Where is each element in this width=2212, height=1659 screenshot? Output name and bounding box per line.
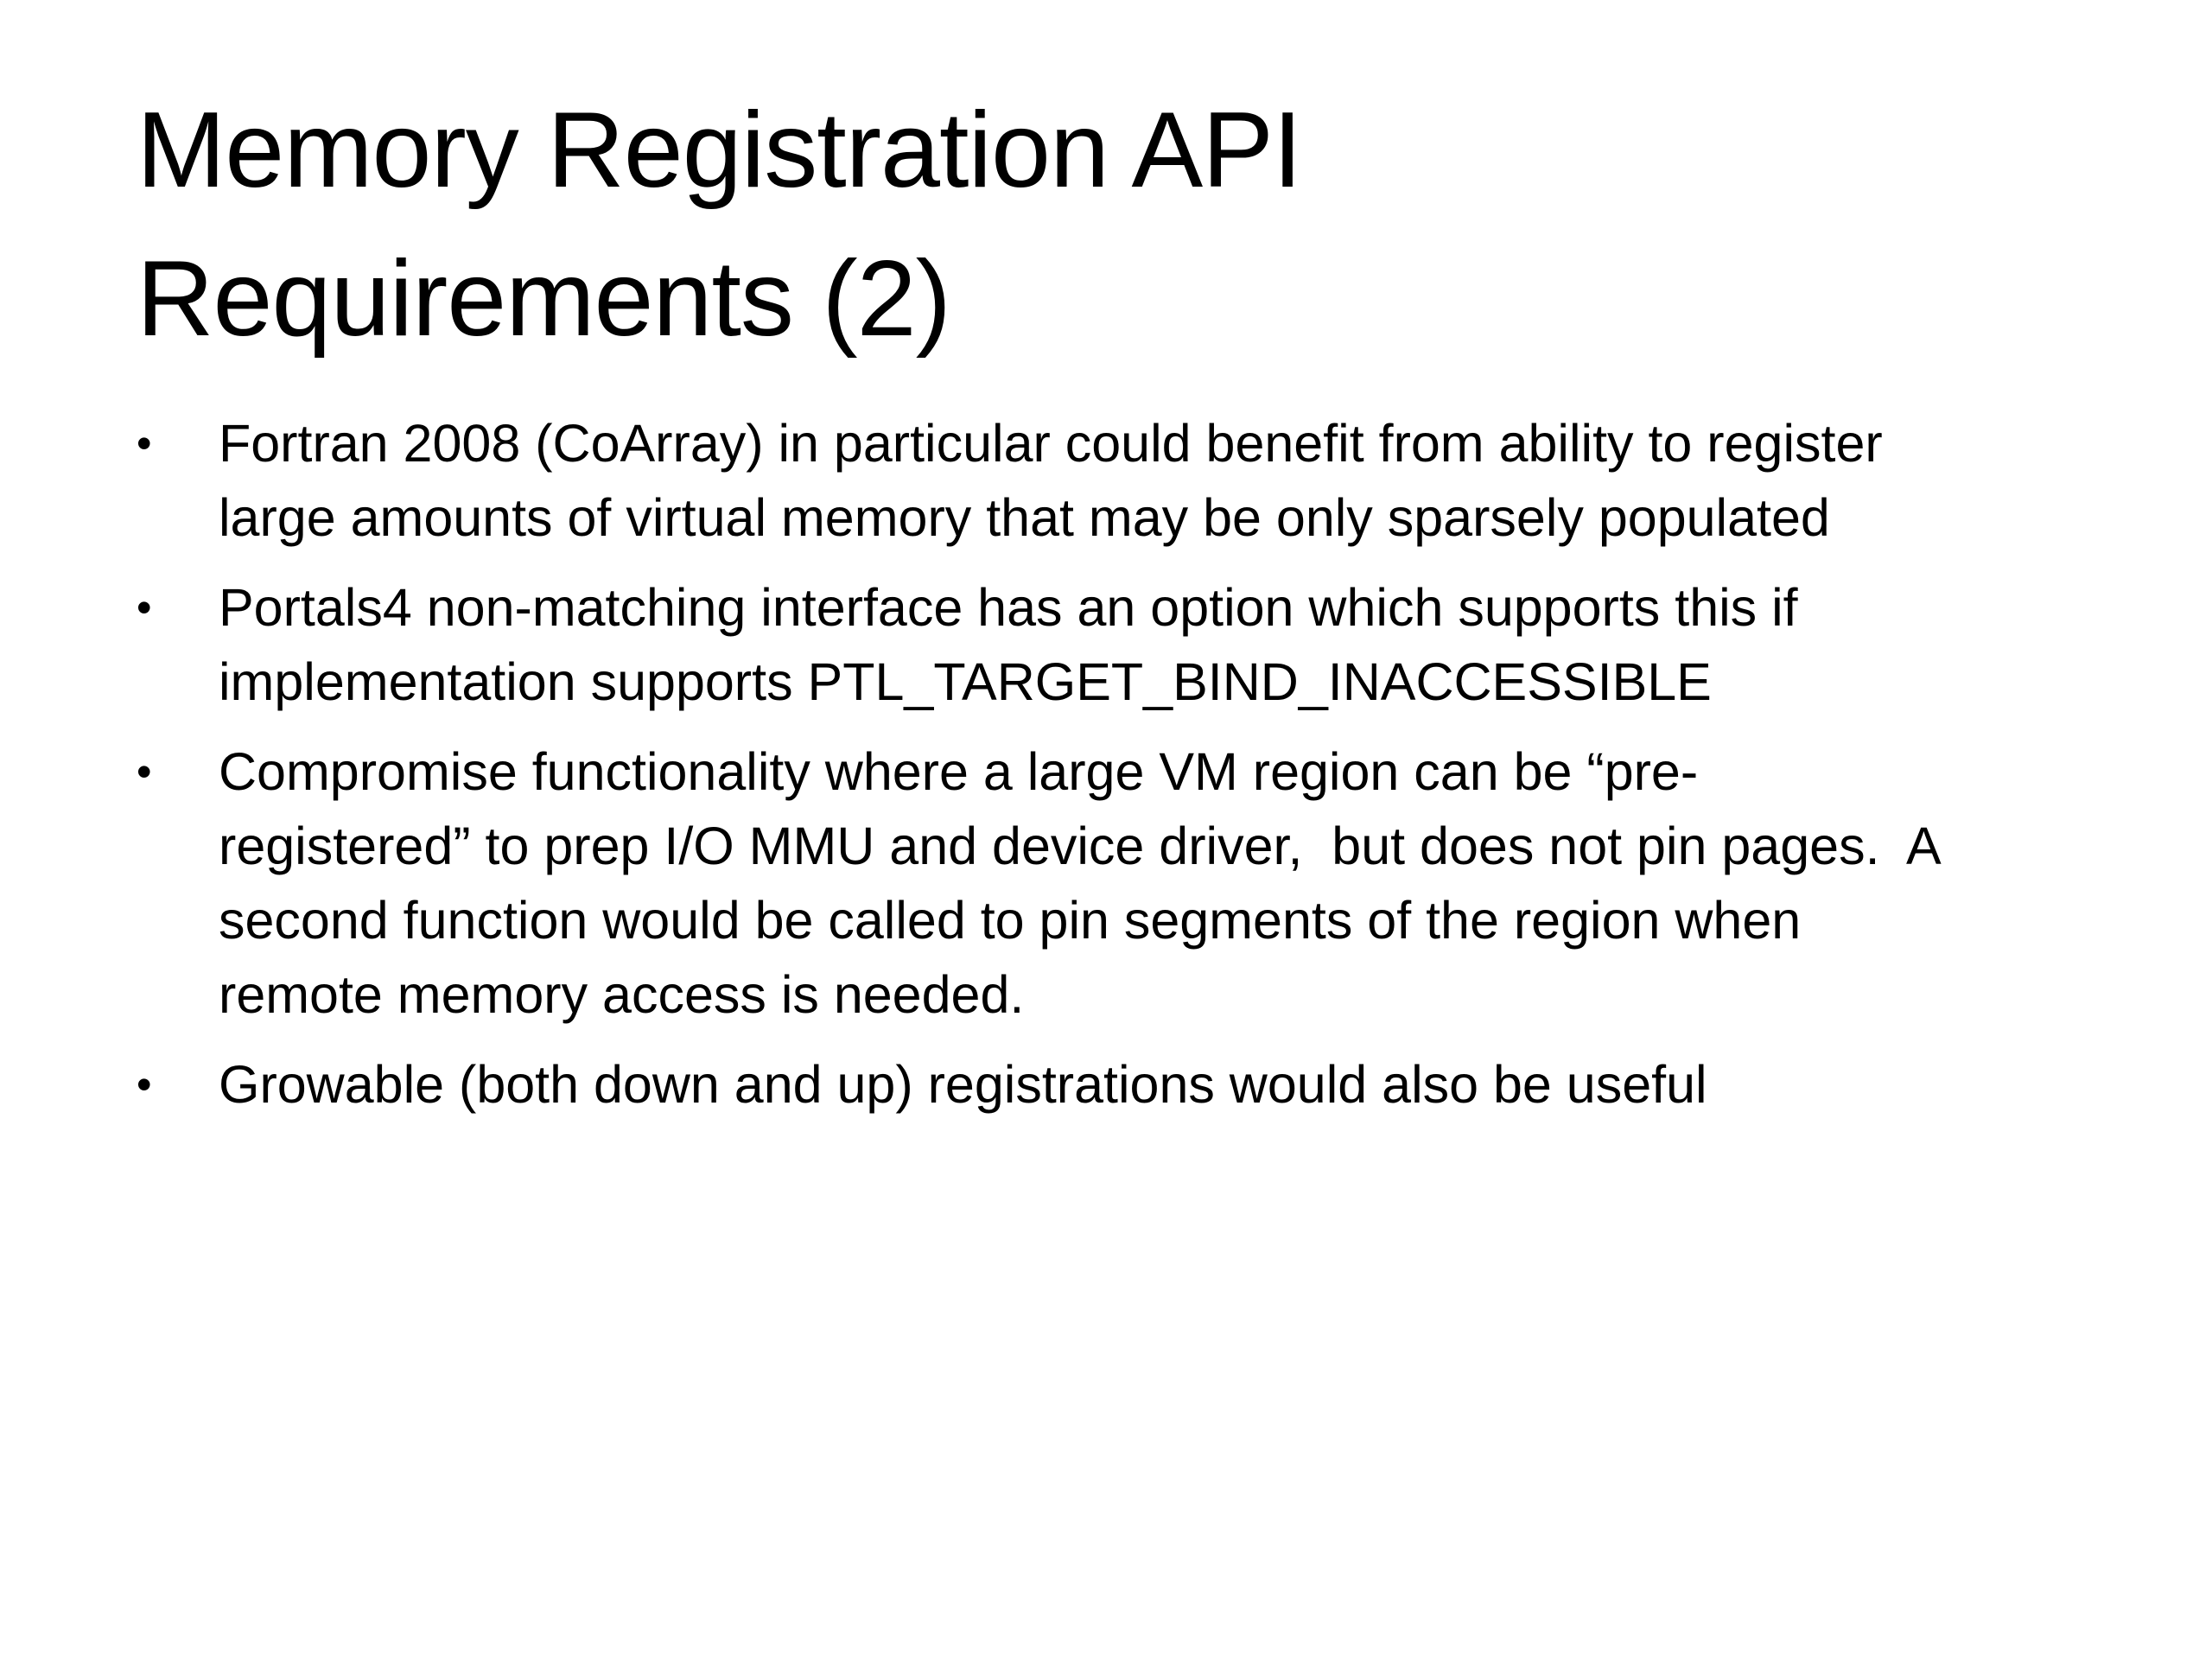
bullet-text-line: Compromise functionality where a large V… [219,742,1699,801]
bullet-list: • Fortran 2008 (CoArray) in particular c… [137,406,2150,1137]
bullet-item: • Compromise functionality where a large… [137,734,2150,1032]
bullet-text-line: Growable (both down and up) registration… [219,1055,1707,1114]
bullet-item: • Fortran 2008 (CoArray) in particular c… [137,406,2150,555]
bullet-icon: • [137,1060,152,1109]
bullet-text-line: registered” to prep I/O MMU and device d… [219,817,1942,875]
bullet-text-line: Portals4 non-matching interface has an o… [219,578,1798,637]
title-line: Requirements (2) [137,239,951,359]
bullet-icon: • [137,583,152,632]
bullet-text-line: second function would be called to pin s… [219,891,1802,950]
slide-title: Memory Registration API Requirements (2) [137,76,2037,373]
bullet-text-line: implementation supports PTL_TARGET_BIND_… [219,652,1712,711]
bullet-text-line: Fortran 2008 (CoArray) in particular cou… [219,414,1883,473]
bullet-item: • Portals4 non-matching interface has an… [137,570,2150,719]
bullet-text-line: remote memory access is needed. [219,965,1025,1024]
bullet-icon: • [137,419,152,467]
title-line: Memory Registration API [137,91,1302,210]
bullet-text-line: large amounts of virtual memory that may… [219,488,1830,547]
bullet-icon: • [137,747,152,796]
bullet-item: • Growable (both down and up) registrati… [137,1047,2150,1122]
